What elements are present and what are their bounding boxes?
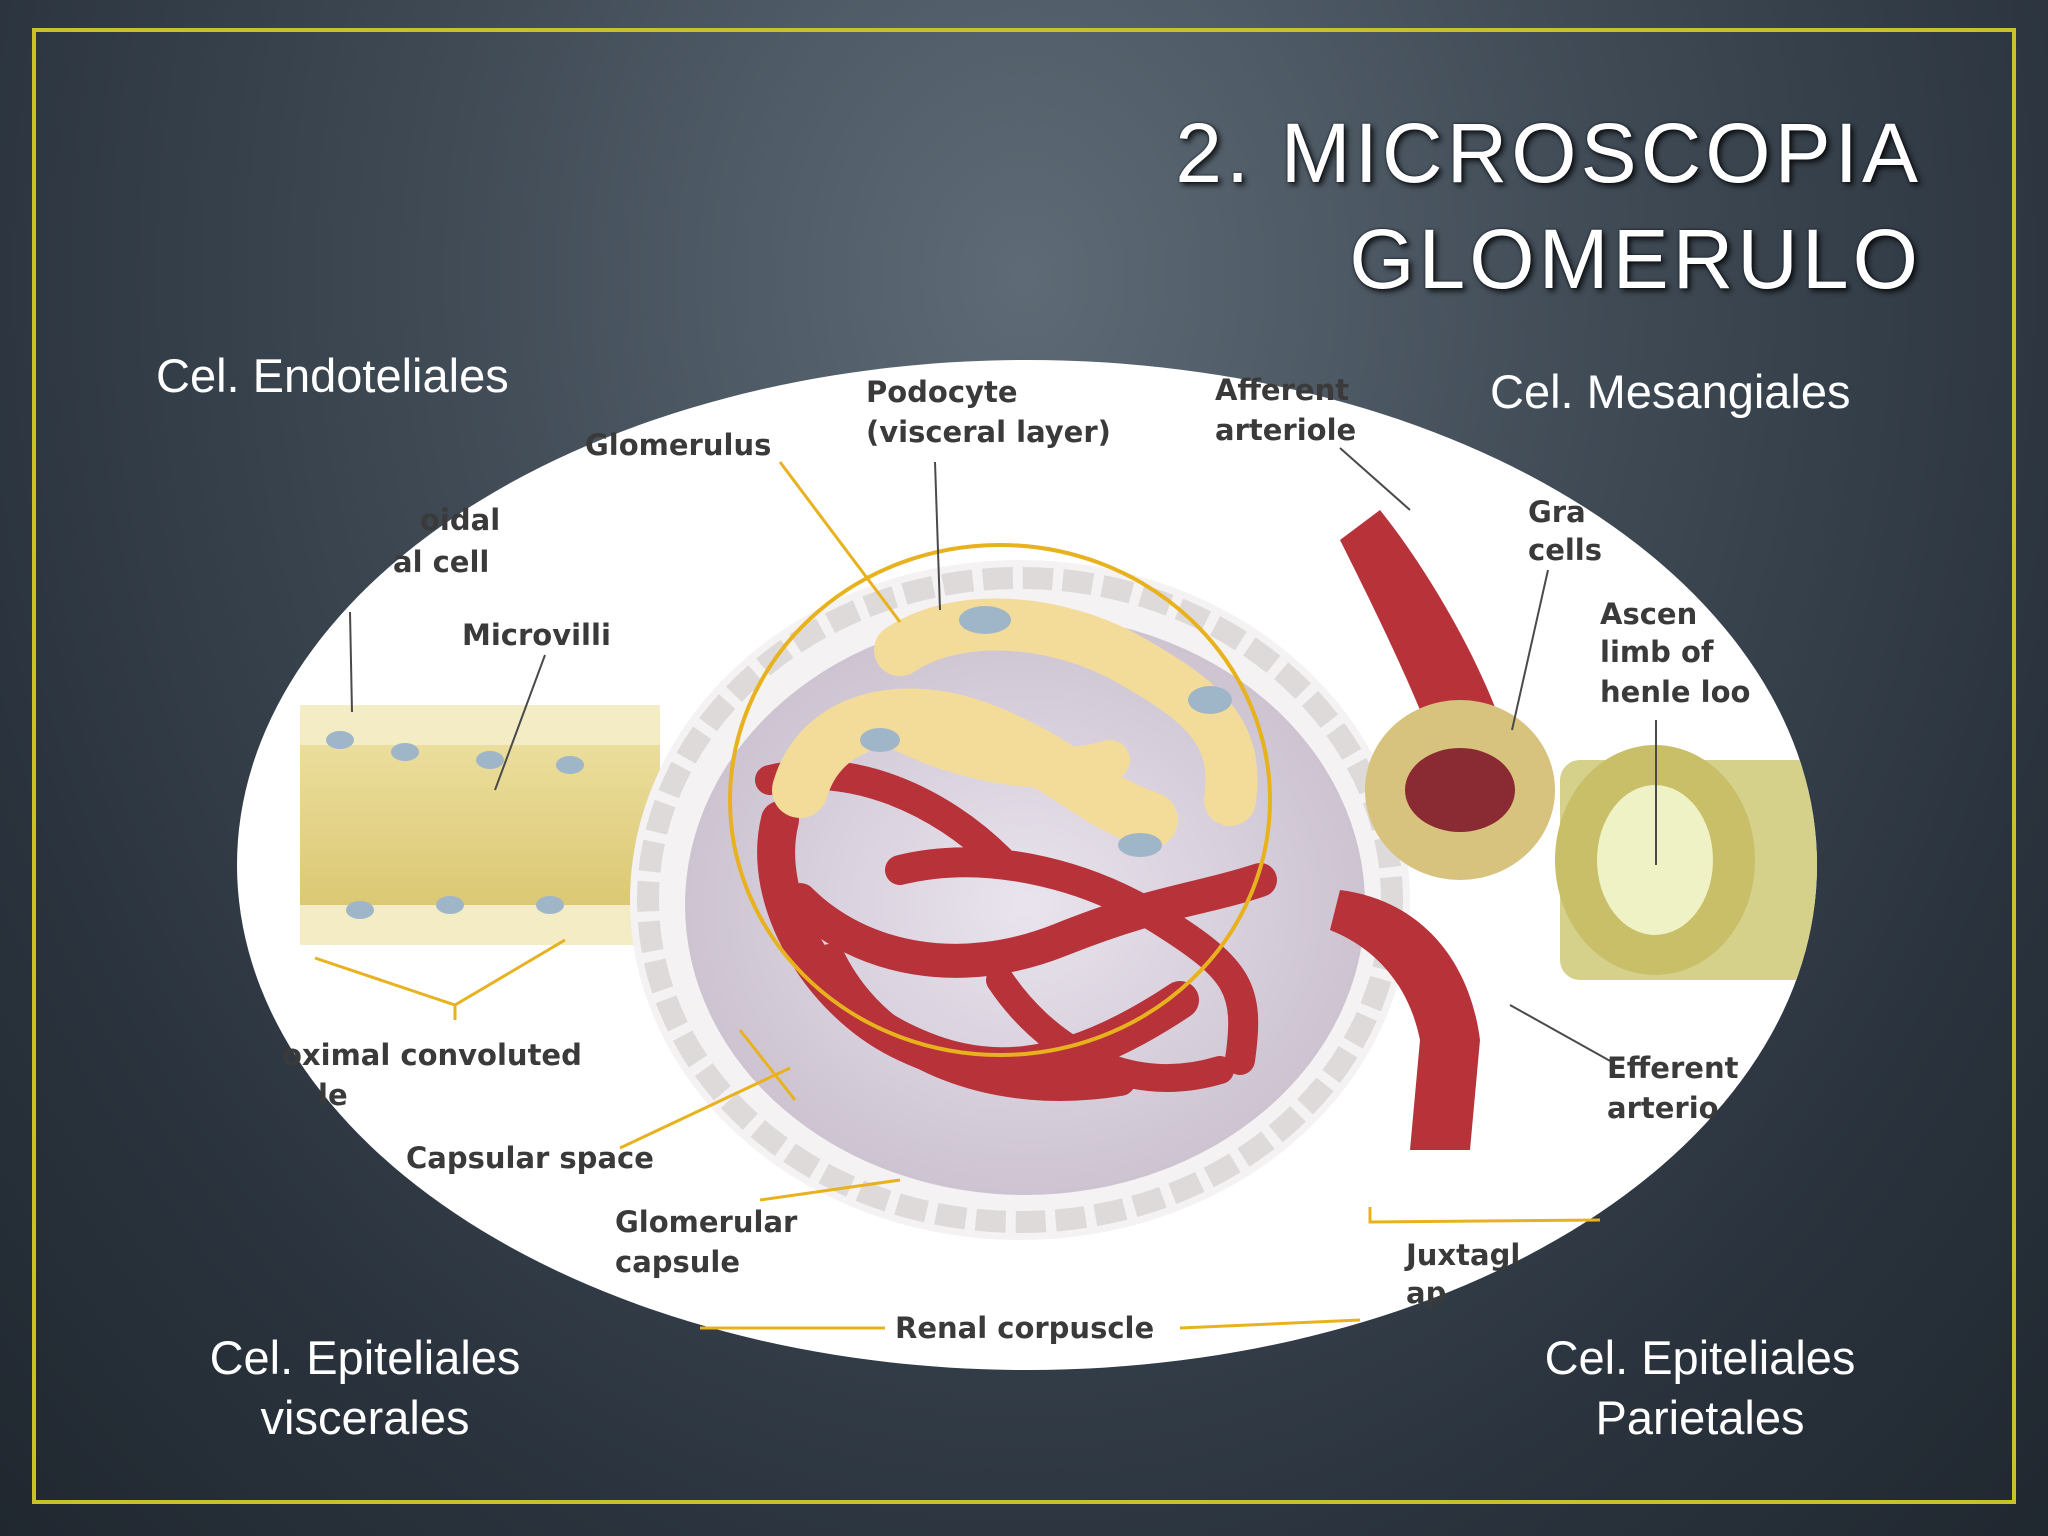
label-efferent-1: Efferent xyxy=(1607,1051,1739,1085)
figure-labels: Glomerulus Podocyte (visceral layer) Aff… xyxy=(282,373,1750,1345)
label-glomerulus: Glomerulus xyxy=(585,428,771,462)
label-glomerular-capsule-2: capsule xyxy=(615,1245,740,1279)
label-glomerular-capsule-1: Glomerular xyxy=(615,1205,798,1239)
label-ascending-3: henle loo xyxy=(1600,675,1750,709)
efferent-arteriole-shape xyxy=(1330,890,1480,1150)
proximal-tubule xyxy=(300,705,660,945)
visceral-line-2: viscerales xyxy=(260,1391,470,1444)
label-columnar-1: oidal xyxy=(420,503,500,537)
slide-title: 2. MICROSCOPIA GLOMERULO xyxy=(1175,100,1922,312)
label-afferent-1: Afferent xyxy=(1215,373,1349,407)
slide-frame xyxy=(32,28,2016,1504)
label-proximal-2: le xyxy=(318,1078,348,1112)
label-podocyte-2: (visceral layer) xyxy=(866,415,1111,449)
leader-lines xyxy=(349,447,1657,1063)
glomerulus-highlight-circle xyxy=(728,543,1272,1057)
ascending-limb-shape xyxy=(1555,745,1817,980)
label-mesangial-cells: Cel. Mesangiales xyxy=(1490,365,1851,418)
afferent-arteriole-shape xyxy=(1340,510,1500,760)
title-line-1: 2. MICROSCOPIA xyxy=(1175,106,1922,200)
label-granular-1: Gra xyxy=(1528,495,1586,529)
label-parietal-epithelial-cells: Cel. Epiteliales Parietales xyxy=(1510,1328,1890,1448)
capillary-loops xyxy=(755,759,1277,1101)
label-columnar-2: al cell xyxy=(393,545,489,579)
label-efferent-2: arterio xyxy=(1607,1091,1719,1125)
label-granular-2: cells xyxy=(1528,533,1602,567)
label-afferent-2: arteriole xyxy=(1215,413,1356,447)
podocyte-nuclei xyxy=(860,606,1232,857)
parietal-line-2: Parietales xyxy=(1595,1391,1805,1444)
label-proximal-1: oximal convoluted xyxy=(282,1038,582,1072)
bowman-capsule xyxy=(630,560,1410,1240)
label-podocyte-1: Podocyte xyxy=(866,375,1018,409)
label-capsular-space: Capsular space xyxy=(406,1141,654,1175)
label-visceral-epithelial-cells: Cel. Epiteliales viscerales xyxy=(190,1328,540,1448)
visceral-line-1: Cel. Epiteliales xyxy=(209,1331,521,1384)
distal-tubule-ring xyxy=(1365,700,1555,880)
parietal-line-1: Cel. Epiteliales xyxy=(1544,1331,1856,1384)
label-ascending-1: Ascen xyxy=(1600,597,1697,631)
label-juxta-1: Juxtagl xyxy=(1404,1238,1520,1272)
label-renal-corpuscle: Renal corpuscle xyxy=(895,1311,1154,1345)
title-line-2: GLOMERULO xyxy=(1349,212,1922,306)
yellow-callout-lines xyxy=(314,461,1601,1330)
label-juxta-2: ap xyxy=(1406,1276,1446,1310)
label-endothelial-cells: Cel. Endoteliales xyxy=(156,349,509,402)
label-microvilli: Microvilli xyxy=(462,618,611,652)
label-ascending-2: limb of xyxy=(1600,635,1714,669)
